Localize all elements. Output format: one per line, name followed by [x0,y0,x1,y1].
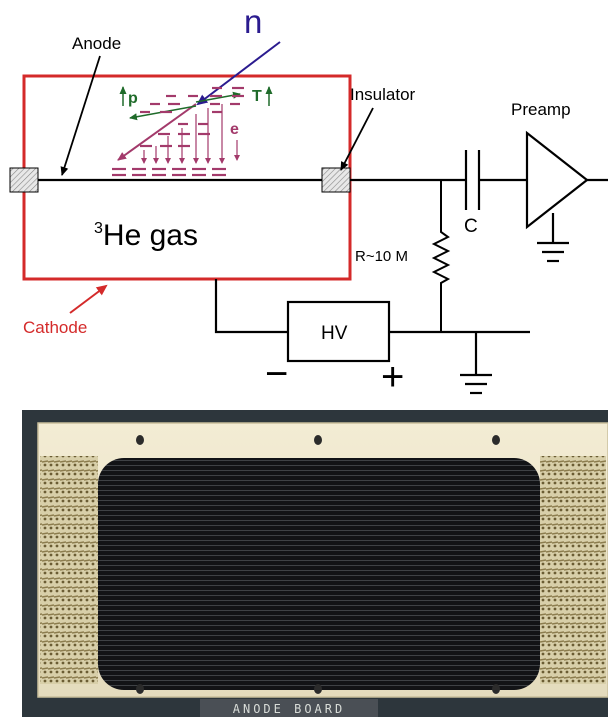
left-pin-strip [40,456,98,684]
hv-minus-sign: − [265,352,288,396]
hv-ground-icon [460,332,492,395]
insulator-pointer-arrow [340,107,374,171]
resistor [431,180,451,332]
insulator-right [321,167,351,193]
resistor-label: R~10 M [355,248,408,265]
cathode-label: Cathode [23,318,87,337]
capacitor [464,150,527,210]
board-label-plate [200,699,378,717]
cathode-hv-wire [214,279,288,334]
ionization-ions [112,86,244,177]
anode-pointer-arrow [60,55,101,176]
anode-wire-plane [98,458,540,690]
board-label: ANODE BOARD [233,702,345,716]
insulator-label: Insulator [350,85,416,104]
triton-label: T [252,88,262,105]
reaction-products: p T [112,86,273,177]
anode-board-photo: ANODE BOARD [22,410,608,717]
preamp-ground-icon [537,213,569,263]
neutron-label: n [244,3,262,40]
gas-label: 3He gas [94,219,198,252]
gas-mass-number: 3 [94,220,103,237]
anode-label: Anode [72,34,121,53]
mounting-holes [136,435,500,694]
hv-label: HV [321,323,348,344]
electron-drift-arrows [141,104,240,164]
schematic: Anode Insulator 3He gas Cathode n p T [9,3,608,399]
hv-plus-sign: + [381,355,404,399]
proton-label: p [128,90,138,107]
preamp-label: Preamp [511,100,571,119]
preamp-triangle [525,130,589,230]
hv-supply-box [286,300,391,363]
capacitor-label: C [464,216,478,237]
proton-track-arrow [117,103,197,161]
neutron-track-arrow [196,41,281,106]
cathode-pointer-arrow [69,284,108,314]
right-pin-strip [540,456,606,684]
electron-label: e [230,121,239,138]
insulator-left [9,167,39,193]
gas-name: He gas [103,219,198,252]
